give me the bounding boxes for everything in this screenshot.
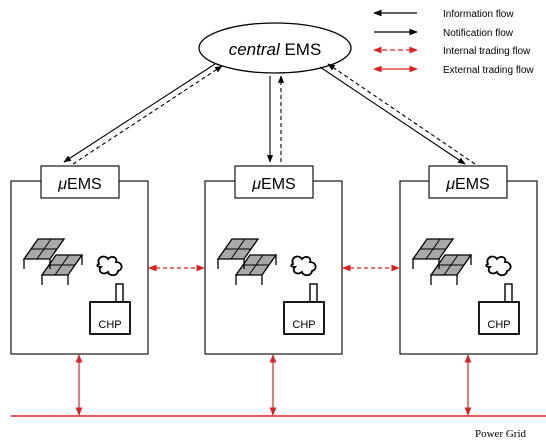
right-information-arrow <box>319 66 466 165</box>
power-grid-label: Power Grid <box>475 428 527 440</box>
microgrid-3-chp-label: CHP <box>487 319 510 331</box>
legend-external-trading-label: External trading flow <box>443 65 534 76</box>
left-notification-arrow <box>72 65 223 165</box>
legend-information-label: Information flow <box>443 9 514 20</box>
microgrid-1-ems: EMS <box>67 176 102 193</box>
microgrid-2-mu: μ <box>251 176 261 193</box>
left-information-arrow <box>63 63 216 163</box>
microgrid-2-chp-label: CHP <box>292 319 315 331</box>
central-ems-italic: central <box>229 40 281 59</box>
microgrid-3-ems-box <box>428 165 508 199</box>
legend: Information flow Notification flow Inter… <box>373 9 534 76</box>
microgrid-1-chp-label: CHP <box>98 319 121 331</box>
microgrid-1-ems-box <box>40 165 120 199</box>
microgrid-2: μEMS CHP <box>204 165 343 355</box>
central-ems-text: EMS <box>280 40 322 59</box>
central-ems-label: central EMS <box>229 40 322 59</box>
microgrid-3-ems: EMS <box>455 176 490 193</box>
legend-internal-trading-label: Internal trading flow <box>443 46 531 57</box>
legend-notification-label: Notification flow <box>443 28 514 39</box>
central-ems-node: central EMS <box>198 22 352 74</box>
microgrid-1-mu: μ <box>57 176 67 193</box>
external-trading-flows <box>75 354 472 416</box>
microgrid-3-ems-label: μEMS <box>445 176 489 193</box>
microgrid-1-ems-label: μEMS <box>57 176 101 193</box>
central-ems-ellipse <box>198 22 352 74</box>
control-flows <box>63 63 476 165</box>
microgrid-3-mu: μ <box>445 176 455 193</box>
microgrid-1: μEMS CHP <box>10 165 149 355</box>
right-notification-arrow <box>327 63 476 165</box>
microgrid-2-ems-box <box>234 165 314 199</box>
microgrid-2-ems: EMS <box>261 176 296 193</box>
microgrid-2-ems-label: μEMS <box>251 176 295 193</box>
microgrid-3: μEMS CHP <box>399 165 538 355</box>
